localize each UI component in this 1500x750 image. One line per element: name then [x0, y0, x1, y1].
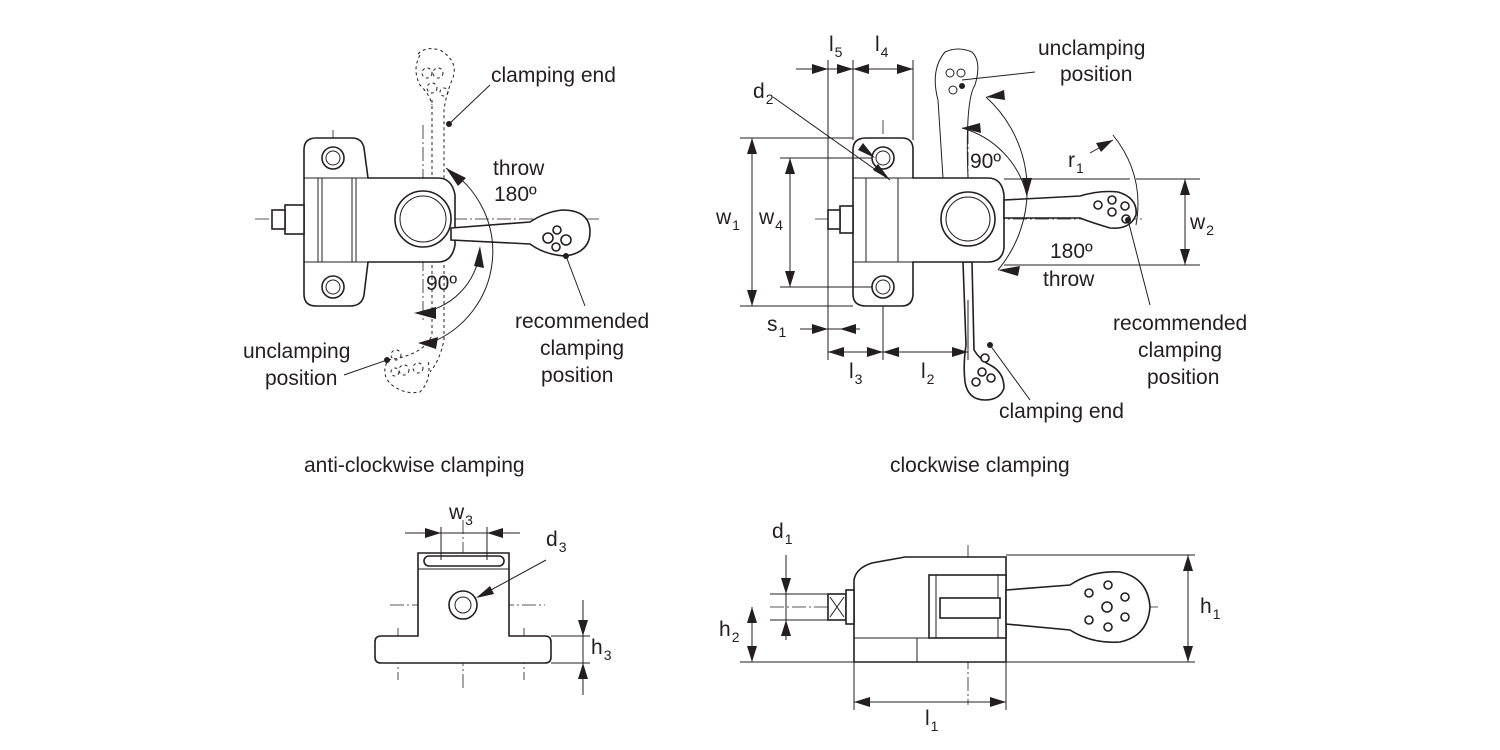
dim-w2: w2 — [1189, 211, 1214, 238]
clamping-end-label: clamping end — [999, 400, 1124, 423]
radius-arc — [1112, 134, 1139, 226]
side-view — [740, 545, 1195, 710]
dim-d3: d3 — [546, 528, 567, 555]
recommended-label: recommended — [515, 310, 649, 333]
base-body — [852, 137, 1005, 307]
dim-d1: d1 — [772, 520, 793, 547]
throw-arc — [429, 167, 494, 344]
shaft-collar — [845, 589, 855, 625]
unclamping-screws — [390, 349, 424, 377]
clamping-end-screws — [421, 67, 449, 97]
unclamping-screws — [945, 68, 966, 95]
anti-clockwise-top-view: clamping end throw 180º 90º unclamping p… — [243, 48, 649, 477]
unclamping-arm-ghost — [934, 48, 979, 179]
dim-h2: h2 — [719, 618, 740, 645]
throw-label: throw — [493, 157, 545, 180]
hub-shaft — [939, 597, 1001, 619]
pivot-boss — [394, 190, 452, 248]
clamping-arm — [1005, 570, 1151, 644]
dim-l4: l4 — [875, 33, 889, 60]
shaft-housing — [317, 177, 357, 263]
clockwise-top-view: unclamping position 90º 180º throw recom… — [740, 37, 1247, 477]
dim-l5: l5 — [829, 33, 843, 60]
top-slot — [423, 555, 505, 567]
dim-h1: h1 — [1200, 595, 1221, 622]
mount-hole-bottom — [321, 275, 345, 299]
mount-hole-bottom — [871, 275, 895, 299]
clamping-arm — [1003, 190, 1137, 230]
dim-w1: w1 — [715, 206, 740, 233]
throw-arc — [985, 96, 1028, 271]
dim-l3: l3 — [849, 360, 863, 387]
mount-hole-top — [871, 146, 895, 170]
dimension-labels: l5 l4 d2 r1 w1 w4 w2 s1 l3 l2 w3 d3 h3 d… — [448, 33, 1221, 734]
clamping-end-screws — [971, 353, 996, 387]
dim-d2: d2 — [753, 80, 774, 107]
throw-180-label: 180º — [494, 183, 537, 206]
ninety-arc — [961, 127, 1028, 197]
dim-h3: h3 — [591, 636, 612, 663]
dim-r1: r1 — [1068, 149, 1084, 176]
shaft-stub — [839, 205, 854, 234]
bore-outer — [448, 590, 478, 620]
dim-s1: s1 — [767, 313, 787, 340]
pivot-boss — [940, 191, 996, 247]
mount-hole-top — [321, 146, 345, 170]
recommended-clamping-label: clamping — [1138, 339, 1222, 362]
shaft-end — [271, 209, 286, 230]
unclamping-position-label: position — [1060, 63, 1132, 86]
shaft-end — [827, 209, 841, 230]
unclamping-label: unclamping — [243, 340, 350, 363]
anti-clockwise-caption: anti-clockwise clamping — [304, 454, 525, 477]
clockwise-caption: clockwise clamping — [890, 454, 1070, 477]
dim-l2: l2 — [921, 360, 935, 387]
shaft-stub — [284, 204, 305, 235]
dim-l1: l1 — [925, 707, 939, 734]
recommended-position-label: position — [1147, 366, 1219, 389]
arm-screws — [542, 225, 572, 252]
dim-w4: w4 — [758, 206, 783, 233]
clamping-end-arm-ghost — [415, 48, 455, 180]
unclamping-arm-ghost — [384, 265, 445, 394]
front-view — [374, 520, 590, 695]
clamping-arm — [450, 209, 591, 257]
throw-180-label: 180º — [1050, 240, 1093, 263]
unclamping-position-label: position — [265, 367, 337, 390]
recommended-clamping-label: clamping — [540, 337, 624, 360]
dim-w3: w3 — [448, 501, 473, 528]
recommended-position-label: position — [541, 364, 613, 387]
ninety-label: 90º — [426, 272, 457, 295]
recommended-label: recommended — [1113, 312, 1247, 335]
arm-screws — [1084, 580, 1130, 632]
unclamping-label: unclamping — [1038, 37, 1145, 60]
base-body — [303, 137, 456, 307]
throw-label: throw — [1043, 268, 1095, 291]
ninety-label: 90º — [970, 150, 1001, 173]
clamping-end-arm — [962, 261, 1005, 401]
clamping-end-label: clamping end — [491, 64, 616, 87]
